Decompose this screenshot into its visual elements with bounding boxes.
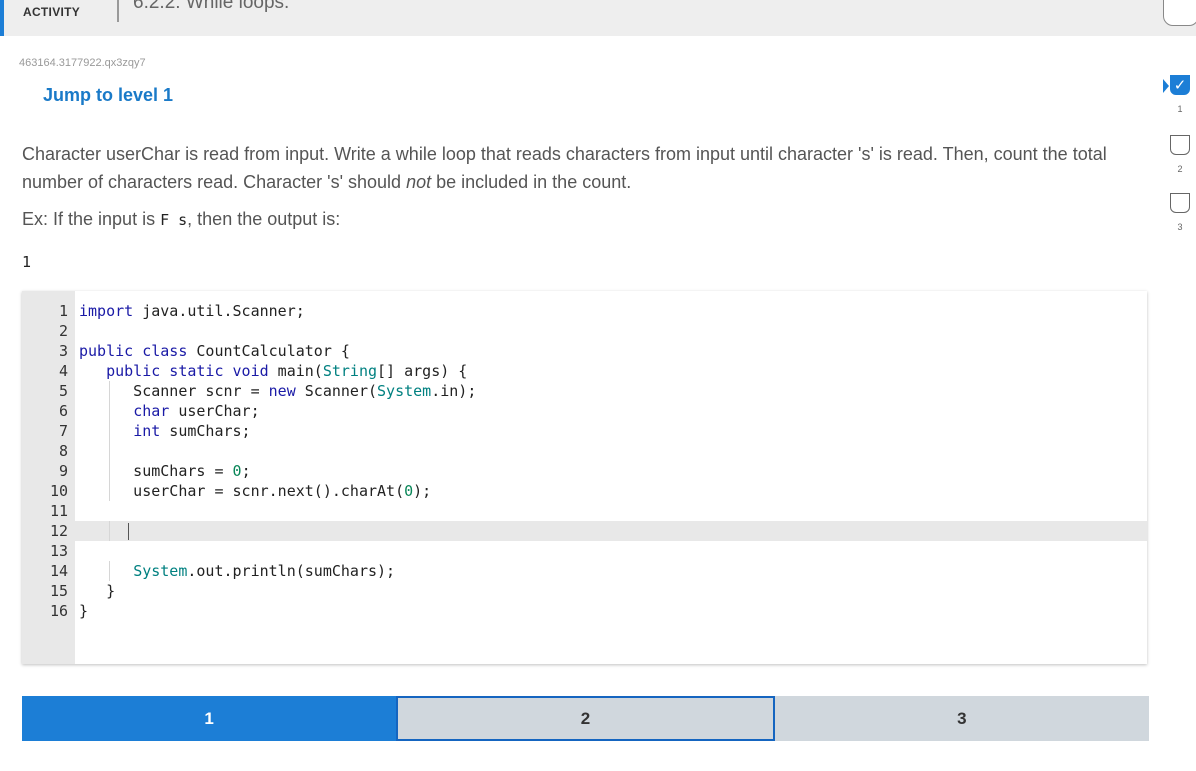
- level-3-button[interactable]: 3: [774, 696, 1149, 741]
- level-1-button[interactable]: 1: [22, 696, 397, 741]
- code-text: public class CountCalculator {: [79, 342, 350, 360]
- code-text: Scanner scnr = new Scanner(System.in);: [79, 382, 477, 400]
- progress-number: 2: [1177, 164, 1183, 174]
- code-line[interactable]: 1 import java.util.Scanner;: [22, 301, 1147, 321]
- example-output: 1: [22, 253, 32, 271]
- code-text: public static void main(String[] args) {: [106, 362, 468, 380]
- line-number: 8: [58, 442, 68, 460]
- code-line[interactable]: 15 }: [22, 581, 1147, 601]
- example-input: F s: [160, 211, 188, 229]
- code-line[interactable]: 3 public class CountCalculator {: [22, 341, 1147, 361]
- line-number: 10: [49, 482, 68, 500]
- line-number: 1: [58, 302, 68, 320]
- line-number: 16: [49, 602, 68, 620]
- code-text: userChar = scnr.next().charAt(0);: [79, 482, 432, 500]
- example-suffix: , then the output is:: [187, 209, 341, 229]
- activity-id: 463164.3177922.qx3zqy7: [19, 57, 146, 69]
- code-text: int sumChars;: [133, 422, 251, 440]
- code-line[interactable]: 14 System.out.println(sumChars);: [22, 561, 1147, 581]
- code-text: }: [79, 582, 116, 600]
- completion-badge: [1163, 0, 1196, 26]
- code-line[interactable]: 11: [22, 501, 1147, 521]
- line-number: 2: [58, 322, 68, 340]
- example-prefix: Ex: If the input is: [22, 209, 161, 229]
- problem-statement: Character userChar is read from input. W…: [22, 140, 1142, 196]
- progress-number: 1: [1177, 104, 1183, 114]
- code-line[interactable]: 6 char userChar;: [22, 401, 1147, 421]
- line-number: 7: [58, 422, 68, 440]
- progress-number: 3: [1177, 222, 1183, 232]
- code-line[interactable]: 16}: [22, 601, 1147, 621]
- empty-badge-icon: [1170, 135, 1190, 155]
- level-2-button[interactable]: 2: [396, 696, 775, 741]
- line-number: 6: [58, 402, 68, 420]
- line-number: 11: [49, 502, 68, 520]
- line-number: 15: [49, 582, 68, 600]
- example-line: Ex: If the input is F s, then the output…: [22, 209, 340, 230]
- code-line[interactable]: 10 userChar = scnr.next().charAt(0);: [22, 481, 1147, 501]
- line-number: 13: [49, 542, 68, 560]
- code-lines[interactable]: 1 import java.util.Scanner; 2 3 public cla…: [22, 301, 1147, 621]
- code-line[interactable]: 13: [22, 541, 1147, 561]
- line-number: 14: [49, 562, 68, 580]
- header-divider: [117, 0, 119, 22]
- current-level-arrow-icon: [1163, 79, 1169, 93]
- line-number: 5: [58, 382, 68, 400]
- prompt-emphasis: not: [406, 172, 432, 192]
- active-code-line[interactable]: 12: [22, 521, 1147, 541]
- line-number: 9: [58, 462, 68, 480]
- level-selector: 1 2 3: [22, 696, 1149, 741]
- activity-label: ACTIVITY: [23, 5, 81, 19]
- line-number-gutter: [22, 291, 75, 664]
- code-text: sumChars = 0;: [79, 462, 251, 480]
- empty-badge-icon: [1170, 193, 1190, 213]
- header-accent: [0, 0, 4, 36]
- activity-title: 6.2.2: While loops.: [133, 0, 290, 13]
- code-text: System.out.println(sumChars);: [133, 562, 396, 580]
- header-bar: ACTIVITY 6.2.2: While loops.: [0, 0, 1196, 36]
- code-text: }: [79, 602, 89, 620]
- text-cursor: [128, 523, 129, 540]
- jump-to-level-link[interactable]: Jump to level 1: [43, 85, 174, 105]
- check-icon: ✓: [1170, 75, 1190, 95]
- code-editor[interactable]: 1 import java.util.Scanner; 2 3 public cla…: [22, 291, 1147, 664]
- line-number: 12: [49, 522, 68, 540]
- code-line[interactable]: 2: [22, 321, 1147, 341]
- code-line[interactable]: 8: [22, 441, 1147, 461]
- code-text: import java.util.Scanner;: [79, 302, 305, 320]
- prompt-text: Character userChar is read from input. W…: [22, 144, 1107, 192]
- code-line[interactable]: 5 Scanner scnr = new Scanner(System.in);: [22, 381, 1147, 401]
- line-number: 4: [58, 362, 68, 380]
- code-line[interactable]: 7 int sumChars;: [22, 421, 1147, 441]
- code-line[interactable]: 4 public static void main(String[] args)…: [22, 361, 1147, 381]
- prompt-text-end: be included in the count.: [431, 172, 632, 192]
- code-text: char userChar;: [133, 402, 260, 420]
- line-number: 3: [58, 342, 68, 360]
- code-line[interactable]: 9 sumChars = 0;: [22, 461, 1147, 481]
